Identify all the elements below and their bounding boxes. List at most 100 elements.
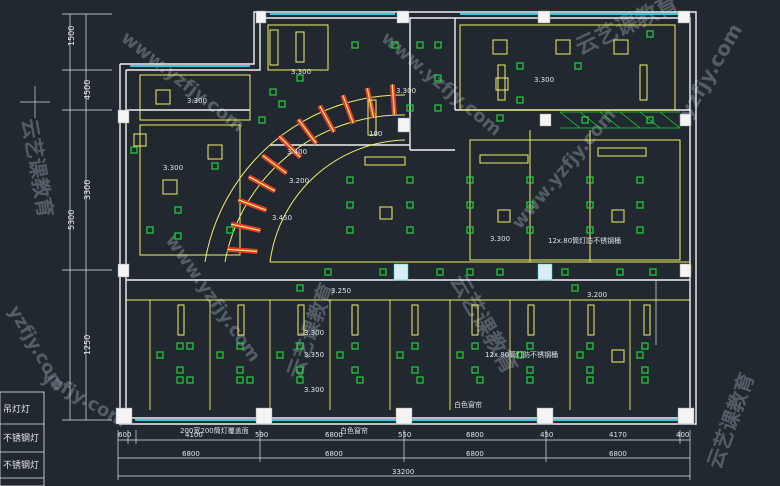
downlight-icon bbox=[636, 176, 644, 184]
watermark-text: 云艺课教育 bbox=[572, 0, 683, 60]
arc-spoke-outline bbox=[227, 248, 258, 253]
downlight-icon bbox=[396, 351, 404, 359]
downlight-icon bbox=[176, 366, 184, 374]
downlight-icon bbox=[466, 201, 474, 209]
downlight-icon bbox=[236, 376, 244, 384]
downlight-icon bbox=[526, 366, 534, 374]
elevation-label: 3.350 bbox=[304, 351, 324, 359]
arc-small-note: 100 bbox=[369, 130, 382, 138]
downlight-icon bbox=[466, 226, 474, 234]
center-note: 白色窗帘 bbox=[340, 426, 368, 435]
bottom-note: 200宽200筒灯覆盖面 bbox=[180, 426, 249, 435]
downlight-icon bbox=[616, 268, 624, 276]
downlight-icon bbox=[434, 104, 442, 112]
downlight-icon bbox=[526, 226, 534, 234]
downlight-icon bbox=[416, 41, 424, 49]
downlight-icon bbox=[636, 226, 644, 234]
downlight-icon bbox=[641, 376, 649, 384]
outer-walls bbox=[119, 11, 697, 425]
downlight-icon bbox=[130, 146, 138, 154]
downlight-icon bbox=[186, 376, 194, 384]
structural-columns bbox=[115, 10, 695, 425]
downlight-icon bbox=[391, 41, 399, 49]
downlight-icon bbox=[351, 342, 359, 350]
downlight-icon bbox=[576, 351, 584, 359]
watermark-text: www.yzfjy.com bbox=[508, 104, 621, 233]
arc-spoke-outline bbox=[238, 199, 267, 211]
downlight-icon bbox=[406, 104, 414, 112]
elevation-label: 3.300 bbox=[396, 87, 416, 95]
downlight-icon bbox=[216, 351, 224, 359]
downlight-icon bbox=[346, 176, 354, 184]
downlight-icon bbox=[561, 268, 569, 276]
downlight-icon bbox=[526, 376, 534, 384]
downlight-icon bbox=[406, 176, 414, 184]
downlight-icon bbox=[176, 376, 184, 384]
elevation-label: 3.300 bbox=[187, 97, 207, 105]
light-strip-note: 12x.80筒灯防不锈钢桶 bbox=[485, 350, 558, 359]
downlight-icon bbox=[278, 100, 286, 108]
elevation-label: 3.200 bbox=[587, 291, 607, 299]
downlight-icon bbox=[496, 114, 504, 122]
legend-item: 不锈钢灯 bbox=[3, 459, 39, 471]
downlight-icon bbox=[296, 366, 304, 374]
downlight-icon bbox=[516, 351, 524, 359]
dimension-text: 6800 bbox=[182, 450, 200, 458]
arc-spoke-outline bbox=[248, 176, 276, 192]
arc-spoke-outline bbox=[278, 135, 301, 158]
downlight-icon bbox=[646, 30, 654, 38]
watermark-text: yzfjy.com bbox=[674, 19, 748, 122]
truss-hatch bbox=[559, 111, 681, 129]
arc-spoke-outline bbox=[262, 154, 287, 174]
downlight-icon bbox=[186, 342, 194, 350]
downlight-icon bbox=[174, 206, 182, 214]
watermark-text: 云艺课教育 bbox=[702, 370, 759, 472]
downlight-icon bbox=[296, 74, 304, 82]
elevation-label: 3.300 bbox=[490, 235, 510, 243]
dimension-text: 5300 bbox=[67, 210, 76, 230]
legend: 吊灯灯 不锈钢灯 不锈钢灯 bbox=[0, 391, 45, 486]
dimension-text: 6800 bbox=[466, 431, 484, 439]
arc-spoke-outline bbox=[297, 119, 317, 144]
downlight-icon bbox=[416, 376, 424, 384]
arc-spoke-outline bbox=[342, 95, 354, 124]
elevation-label: 3.300 bbox=[304, 386, 324, 394]
downlight-icon bbox=[236, 342, 244, 350]
ceiling-panels bbox=[133, 39, 629, 363]
arc-spoke-lights bbox=[227, 84, 397, 254]
downlight-icon bbox=[586, 226, 594, 234]
downlight-icon bbox=[356, 376, 364, 384]
downlight-icon bbox=[296, 376, 304, 384]
downlight-icon bbox=[324, 268, 332, 276]
annotations: 12x.80筒灯防不锈钢桶 12x.80筒灯防不锈钢桶 白色窗帘 200宽200… bbox=[180, 130, 621, 435]
downlight-icon bbox=[258, 116, 266, 124]
downlight-icon bbox=[586, 176, 594, 184]
dimension-text: 4500 bbox=[83, 80, 92, 100]
dimension-text: 3300 bbox=[83, 180, 92, 200]
dimension-text: 450 bbox=[540, 431, 553, 439]
downlight-icon bbox=[526, 176, 534, 184]
dimension-text: 550 bbox=[398, 431, 411, 439]
lower-strip-lights bbox=[177, 29, 651, 336]
legend-item: 吊灯灯 bbox=[3, 404, 30, 415]
elevation-label: 3.300 bbox=[291, 68, 311, 76]
downlight-icon bbox=[351, 366, 359, 374]
watermark-text: 云艺课教育 bbox=[445, 270, 523, 378]
downlight-icon bbox=[346, 226, 354, 234]
downlight-icon bbox=[156, 351, 164, 359]
downlight-icon bbox=[276, 351, 284, 359]
legend-item: 不锈钢灯 bbox=[3, 432, 39, 444]
downlight-icon bbox=[296, 342, 304, 350]
elevation-label: 3.300 bbox=[304, 329, 324, 337]
downlight-icon bbox=[516, 62, 524, 70]
elevation-label: 3.250 bbox=[331, 287, 351, 295]
light-strip-note: 12x.80筒灯防不锈钢桶 bbox=[548, 236, 621, 245]
downlight-icon bbox=[174, 232, 182, 240]
downlight-icon bbox=[211, 162, 219, 170]
downlight-icon bbox=[236, 366, 244, 374]
downlight-icon bbox=[636, 201, 644, 209]
downlight-icon bbox=[526, 201, 534, 209]
downlight-icon bbox=[646, 116, 654, 124]
downlight-icon bbox=[496, 268, 504, 276]
watermark-layer: www.yzfjy.com 云艺课教育 yzfjy.com 云艺课教育 yzfj… bbox=[4, 0, 759, 472]
